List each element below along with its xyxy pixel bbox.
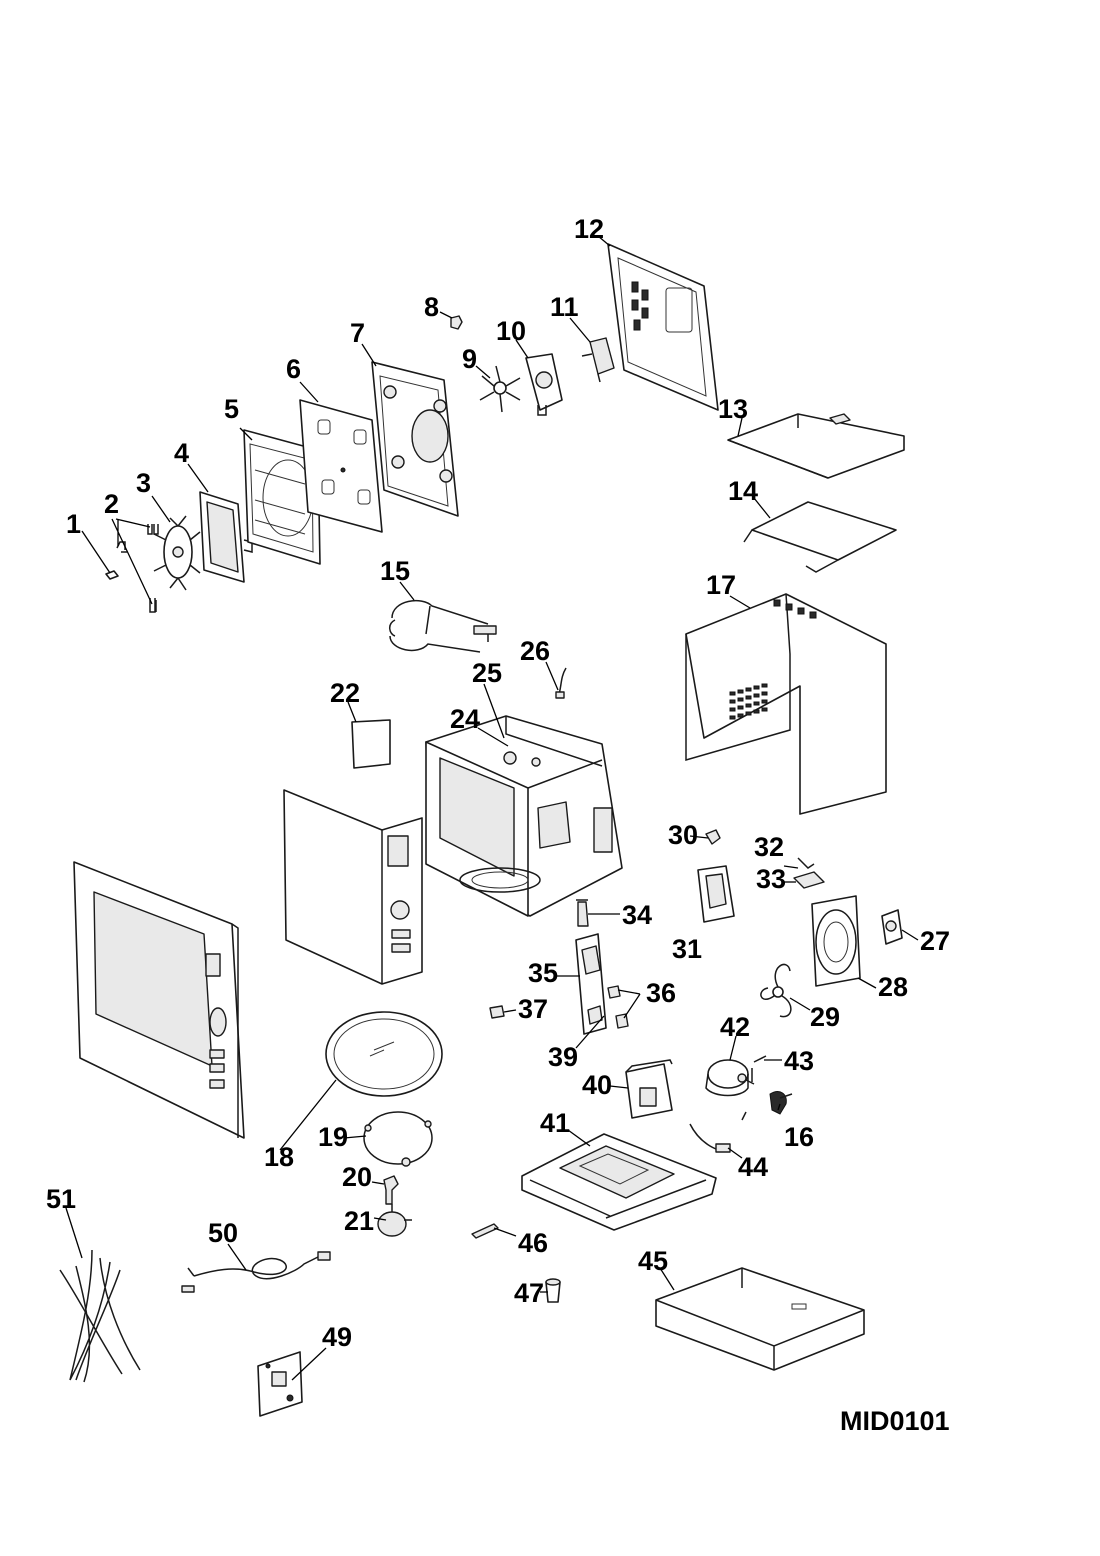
callout-22: 22 <box>330 678 360 708</box>
callout-24: 24 <box>450 704 480 734</box>
part-43-diode <box>745 1055 767 1085</box>
callout-5: 5 <box>224 394 239 424</box>
callout-7: 7 <box>350 318 365 348</box>
part-15-heater <box>389 599 497 653</box>
part-6-cover-plate <box>299 399 383 533</box>
callout-40: 40 <box>582 1070 612 1100</box>
part-17-outer-casing <box>685 593 887 815</box>
door-panel <box>283 789 423 985</box>
leader-lines <box>65 235 919 1381</box>
part-5-cavity-front-plate <box>243 429 321 565</box>
callout-31: 31 <box>672 934 702 964</box>
front-frame <box>73 861 245 1139</box>
part-21-turntable-motor <box>377 1204 412 1237</box>
part-47-foot <box>545 1278 561 1303</box>
part-7-grill-plate <box>371 361 459 517</box>
callout-28: 28 <box>878 972 908 1002</box>
part-20-coupler <box>383 1175 399 1205</box>
callout-36: 36 <box>646 978 676 1008</box>
callout-41: 41 <box>540 1108 570 1138</box>
part-40-capacitor <box>625 1059 673 1119</box>
part-34-cap <box>576 899 589 927</box>
part-18-turntable-glass <box>325 1011 443 1097</box>
callout-18: 18 <box>264 1142 294 1172</box>
callout-8: 8 <box>424 292 439 322</box>
callout-47: 47 <box>514 1278 544 1308</box>
part-24-25-cavity <box>425 715 623 917</box>
part-36-switches <box>607 985 629 1029</box>
callout-46: 46 <box>518 1228 548 1258</box>
callout-30: 30 <box>668 820 698 850</box>
part-1-clip <box>105 570 119 580</box>
callout-11: 11 <box>550 292 579 322</box>
part-19-roller-ring <box>363 1111 433 1167</box>
part-44-wire <box>689 1111 747 1153</box>
part-4-gasket-frame <box>199 491 253 583</box>
callout-21: 21 <box>344 1206 374 1236</box>
part-27-small-fan <box>881 909 903 945</box>
callout-32: 32 <box>754 832 784 862</box>
callout-16: 16 <box>784 1122 814 1152</box>
part-42-capacitor <box>705 1059 749 1097</box>
part-35-latch-assembly <box>575 933 607 1035</box>
part-11-motor <box>581 337 615 383</box>
callout-42: 42 <box>720 1012 750 1042</box>
part-2-hooks <box>116 524 159 613</box>
part-10-fan-motor-bracket <box>525 353 563 416</box>
callout-6: 6 <box>286 354 301 384</box>
callout-51: 51 <box>46 1184 76 1214</box>
callout-labels: 1 2 3 4 5 6 7 8 9 10 11 12 13 14 15 16 1… <box>46 214 950 1352</box>
callout-3: 3 <box>136 468 151 498</box>
callout-35: 35 <box>528 958 558 988</box>
part-28-fan-housing <box>811 895 861 987</box>
callout-26: 26 <box>520 636 550 666</box>
part-45-bottom-tray <box>655 1267 865 1371</box>
callout-15: 15 <box>380 556 410 586</box>
part-22-label-sheet <box>351 719 391 769</box>
callout-1: 1 <box>66 509 81 539</box>
callout-19: 19 <box>318 1122 348 1152</box>
part-8-screw <box>450 315 463 330</box>
callout-27: 27 <box>920 926 950 956</box>
part-51-wire-harness <box>59 1249 141 1383</box>
callout-10: 10 <box>496 316 526 346</box>
callout-4: 4 <box>174 438 189 468</box>
part-12-back-panel <box>607 243 719 411</box>
callout-20: 20 <box>342 1162 372 1192</box>
callout-49: 49 <box>322 1322 352 1352</box>
callout-29: 29 <box>810 1002 840 1032</box>
callout-12: 12 <box>574 214 604 244</box>
callout-14: 14 <box>728 476 758 506</box>
callout-39: 39 <box>548 1042 578 1072</box>
part-16-clamp <box>769 1091 793 1115</box>
callout-9: 9 <box>462 344 477 374</box>
part-41-base-plate <box>521 1133 717 1231</box>
part-32-33-switch <box>793 857 825 889</box>
part-49-terminal-board <box>257 1351 303 1417</box>
part-9-fan-blade <box>479 365 521 413</box>
callout-13: 13 <box>718 394 748 424</box>
callout-37: 37 <box>518 994 548 1024</box>
part-46-bracket <box>471 1223 499 1239</box>
part-30-screw <box>705 829 721 845</box>
part-31-transformer <box>697 865 735 923</box>
part-13-top-cover <box>727 413 905 479</box>
part-26-fuse-wire <box>555 667 567 699</box>
diagram-code: MID0101 <box>840 1406 950 1436</box>
callout-2: 2 <box>104 489 119 519</box>
part-29-fan-blade <box>760 963 792 1018</box>
part-14-shield-plate <box>743 501 897 573</box>
callout-45: 45 <box>638 1246 668 1276</box>
callout-17: 17 <box>706 570 736 600</box>
part-37-switch <box>489 1005 505 1019</box>
callout-44: 44 <box>738 1152 768 1182</box>
callout-33: 33 <box>756 864 786 894</box>
part-50-power-cord <box>181 1251 331 1293</box>
callout-34: 34 <box>622 900 652 930</box>
part-3-stirrer-fan <box>153 515 201 591</box>
callout-50: 50 <box>208 1218 238 1248</box>
callout-43: 43 <box>784 1046 814 1076</box>
callout-25: 25 <box>472 658 502 688</box>
